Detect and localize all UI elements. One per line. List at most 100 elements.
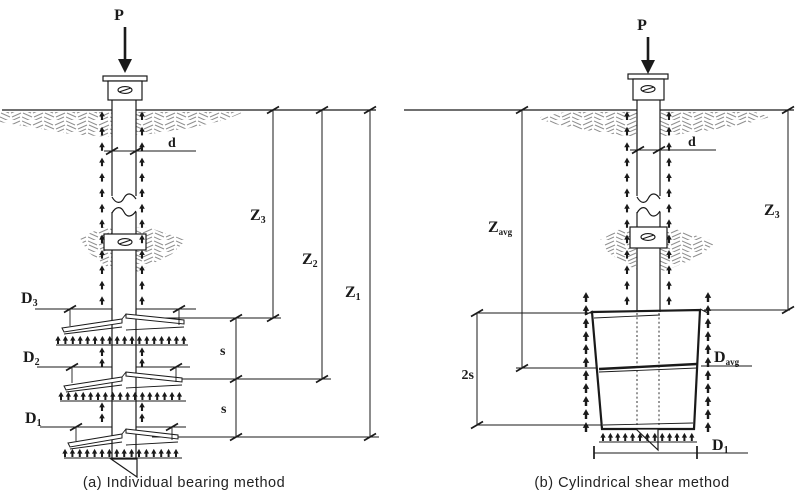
- helix-label-d1-a: D1: [25, 410, 42, 429]
- spacing-label-lower: s: [221, 402, 227, 417]
- bearing-arrows-helix2: [57, 390, 184, 401]
- up-arrow-icon: [581, 368, 591, 382]
- up-arrow-icon: [614, 431, 622, 442]
- up-arrow-icon: [703, 368, 713, 382]
- up-arrow-icon: [135, 334, 144, 345]
- dimension-tick: [470, 420, 484, 430]
- up-arrow-icon: [703, 329, 713, 343]
- up-arrow-icon: [98, 279, 106, 291]
- dimension-tick: [266, 105, 280, 115]
- up-arrow-icon: [90, 447, 99, 458]
- up-arrow-icon: [153, 390, 161, 401]
- dimension-tick: [631, 145, 645, 155]
- up-arrow-icon: [623, 202, 631, 214]
- helix-plate-3: [61, 313, 185, 335]
- up-arrow-icon: [581, 394, 591, 408]
- up-arrow-icon: [98, 264, 106, 276]
- pile-a: [102, 75, 148, 479]
- up-arrow-icon: [150, 334, 158, 345]
- load-arrow-a: [118, 27, 132, 73]
- load-label-a: P: [114, 7, 124, 24]
- up-arrow-icon: [658, 431, 666, 442]
- up-arrow-icon: [98, 218, 106, 229]
- up-arrow-icon: [138, 279, 146, 291]
- dimension-extension-lines: [69, 309, 180, 441]
- up-arrow-icon: [91, 334, 99, 345]
- up-arrow-icon: [665, 295, 673, 306]
- up-arrow-icon: [98, 187, 106, 199]
- up-arrow-icon: [581, 329, 591, 343]
- pile-coupling-a: [103, 233, 147, 251]
- load-label-b: P: [637, 17, 647, 34]
- dimension-tick: [105, 146, 119, 156]
- up-arrow-icon: [623, 171, 631, 183]
- up-arrow-icon: [83, 334, 92, 345]
- up-arrow-icon: [623, 295, 631, 306]
- helix-label-d1-b: D1: [712, 437, 729, 456]
- up-arrow-icon: [172, 334, 181, 345]
- up-arrow-icon: [703, 394, 713, 408]
- shear-cylinder: [584, 308, 709, 452]
- up-arrow-icon: [175, 390, 184, 401]
- up-arrow-icon: [581, 355, 591, 369]
- dimension-ticks: [63, 105, 795, 442]
- up-arrow-icon: [581, 420, 591, 434]
- dimension-tick: [315, 105, 329, 115]
- up-arrow-icon: [623, 141, 631, 152]
- dimension-tick: [266, 313, 280, 323]
- up-arrow-icon: [160, 390, 169, 401]
- depth-label-z1: Z1: [345, 284, 361, 303]
- up-arrow-icon: [623, 279, 631, 291]
- up-arrow-icon: [581, 290, 591, 304]
- up-arrow-icon: [138, 390, 147, 401]
- up-arrow-icon: [606, 431, 615, 442]
- up-arrow-icon: [688, 431, 696, 442]
- helix-plate-2: [63, 371, 183, 393]
- up-arrow-icon: [138, 295, 146, 306]
- dimension-tick: [781, 305, 795, 315]
- up-arrow-icon: [143, 334, 151, 345]
- up-arrow-icon: [168, 390, 176, 401]
- helix-label-d2: D2: [23, 349, 40, 368]
- up-arrow-icon: [61, 447, 69, 458]
- up-arrow-icon: [54, 334, 62, 345]
- dimension-tick: [129, 146, 143, 156]
- up-arrow-icon: [138, 357, 146, 369]
- dimension-tick: [363, 432, 377, 442]
- up-arrow-icon: [146, 390, 154, 401]
- shaft-diameter-label-b: d: [688, 135, 696, 150]
- up-arrow-icon: [105, 447, 114, 458]
- up-arrow-icon: [138, 401, 146, 413]
- up-arrow-icon: [98, 334, 107, 345]
- up-arrow-icon: [98, 156, 106, 168]
- shaft-diameter-label-a: d: [168, 136, 176, 151]
- dimension-tick: [315, 374, 329, 384]
- shaft-break-b: [636, 193, 661, 203]
- pile-cap-b: [627, 73, 669, 101]
- up-arrow-icon: [180, 334, 188, 345]
- up-arrow-icon: [665, 202, 673, 214]
- up-arrow-icon: [69, 334, 77, 345]
- depth-label-zavg: Zavg: [488, 219, 513, 237]
- up-arrow-icon: [165, 334, 173, 345]
- up-arrow-icon: [86, 390, 95, 401]
- up-arrow-icon: [138, 156, 146, 168]
- up-arrow-icon: [623, 187, 631, 199]
- depth-label-z3-a: Z3: [250, 207, 266, 226]
- up-arrow-icon: [98, 357, 106, 369]
- up-arrow-icon: [581, 342, 591, 356]
- caption-b: (b) Cylindrical shear method: [534, 475, 729, 491]
- depth-label-z3-b: Z3: [764, 202, 780, 221]
- up-arrow-icon: [665, 279, 673, 291]
- up-arrow-icon: [703, 407, 713, 421]
- up-arrow-icon: [665, 187, 673, 199]
- load-arrow-b: [641, 37, 655, 74]
- up-arrow-icon: [673, 431, 681, 442]
- up-arrow-icon: [98, 202, 106, 214]
- up-arrow-icon: [142, 447, 151, 458]
- up-arrow-icon: [703, 316, 713, 330]
- up-arrow-icon: [623, 264, 631, 276]
- dimension-tick: [652, 145, 666, 155]
